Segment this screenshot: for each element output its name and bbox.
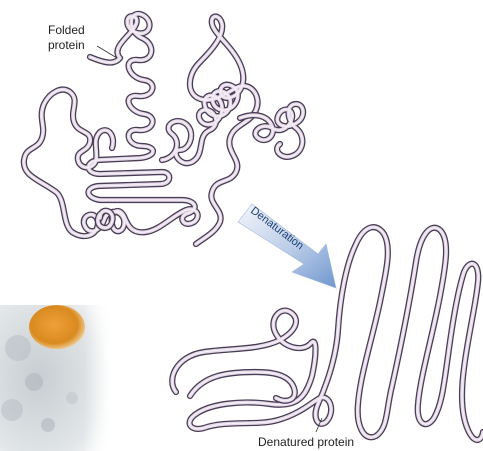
- denaturation-arrow: Denaturation: [238, 204, 336, 288]
- folded-protein-label: Folded protein: [48, 23, 117, 58]
- folded-label-line2: protein: [48, 38, 85, 52]
- denatured-label: Denatured protein: [258, 435, 354, 449]
- folded-label-leader: [97, 46, 117, 58]
- folded-label-line1: Folded: [48, 23, 85, 37]
- ribbon-segment-highlight: [162, 17, 258, 245]
- egg-photo-inset: [0, 305, 112, 451]
